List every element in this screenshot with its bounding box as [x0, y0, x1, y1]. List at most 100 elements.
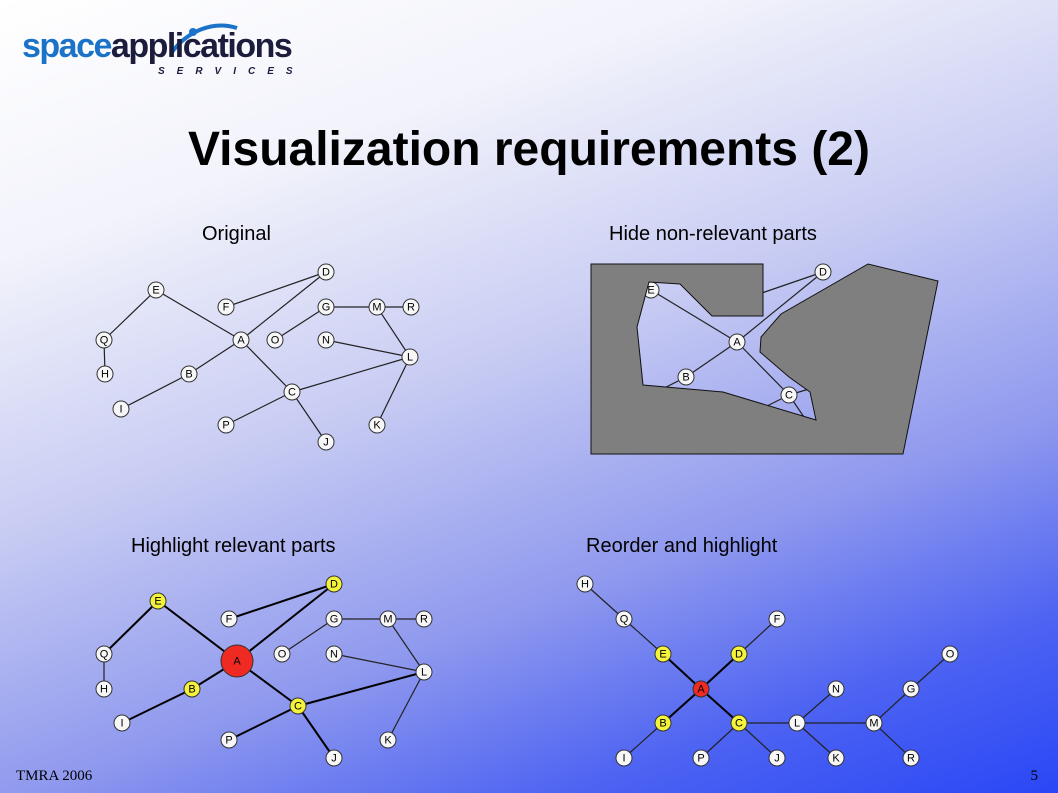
graph-edge-M-L [387, 618, 425, 673]
panel-label-highlight: Highlight relevant parts [131, 535, 336, 557]
graph-node-label: G [330, 614, 339, 626]
graph-node-label: O [271, 335, 280, 347]
reorder-node-label: R [907, 753, 915, 765]
panel-label-reorder: Reorder and highlight [586, 535, 777, 558]
graph-node-circle [96, 365, 114, 383]
graph-node-C: C [289, 697, 307, 715]
logo-subtitle: SERVICES [158, 66, 305, 77]
graph-node-circle [317, 433, 335, 451]
reorder-node-circle [768, 749, 786, 767]
graph-node-label: J [323, 437, 329, 449]
graph-node-label: R [407, 302, 415, 314]
graph-edge-L-K [376, 356, 411, 426]
graph-node-circle [95, 645, 113, 663]
reorder-edge-L-K [796, 722, 837, 759]
reorder-edge-N-L [796, 688, 837, 724]
graph-node-label: N [330, 649, 338, 661]
graph-node-G: G [325, 610, 343, 628]
logo-wordmark: spaceapplications [22, 26, 293, 66]
reorder-node-label: A [697, 684, 705, 696]
reorder-node-circle [827, 680, 845, 698]
graph-node-label: P [222, 420, 229, 432]
graph-node-N: N [325, 645, 343, 663]
graph-edge-A-B [188, 339, 242, 375]
reorder-edge-E-A [662, 653, 702, 690]
graph-edge-C-L [297, 671, 425, 707]
graph-node-circle [325, 575, 343, 593]
reorder-node-circle [902, 749, 920, 767]
graph-edge-A-D [736, 271, 824, 343]
graph-node-K: K [379, 731, 397, 749]
graph-node-circle [220, 731, 238, 749]
graph-node-N: N [317, 331, 335, 349]
reorder-edge-B-I [623, 722, 664, 759]
graph-node-I: I [113, 714, 131, 732]
reorder-node-circle [692, 680, 710, 698]
graph-node-label: K [384, 735, 392, 747]
graph-node-M: M [368, 298, 386, 316]
reorder-node-label: F [774, 614, 781, 626]
graph-node-label: C [785, 390, 793, 402]
graph-node-label: O [278, 649, 287, 661]
reorder-node-label: G [907, 684, 916, 696]
graph-node-label: K [373, 420, 381, 432]
reorder-node-G: G [902, 680, 920, 698]
graph-edge-G-O [274, 306, 327, 341]
panel-label-reorder-bold: Reorder [586, 535, 659, 557]
graph-node-circle [368, 416, 386, 434]
graph-node-label: A [237, 335, 245, 347]
footer-conference: TMRA 2006 [16, 768, 93, 784]
reorder-node-I: I [615, 749, 633, 767]
graph-node-circle [402, 298, 420, 316]
graph-node-circle [149, 592, 167, 610]
graph-node-H: H [96, 365, 114, 383]
graph-node-circle [220, 610, 238, 628]
graph-node-circle [283, 383, 301, 401]
graph-node-B: B [677, 368, 695, 386]
graph-node-label: B [682, 372, 689, 384]
reorder-node-circle [654, 645, 672, 663]
graph-node-circle [266, 331, 284, 349]
graph-node-label: D [330, 579, 338, 591]
graph-node-label: B [185, 369, 192, 381]
graph-node-circle [113, 714, 131, 732]
logo-swoosh-icon [170, 23, 238, 54]
graph-node-label: R [420, 614, 428, 626]
graph-node-F: F [220, 610, 238, 628]
logo-word-applications: applications [110, 27, 293, 65]
reorder-node-N: N [827, 680, 845, 698]
reorder-node-F: F [768, 610, 786, 628]
graph-node-label: F [226, 614, 233, 626]
reorder-node-label: M [869, 718, 878, 730]
graph-node-P: P [220, 731, 238, 749]
panel-label-reorder-rest: and highlight [658, 535, 778, 557]
reorder-edge-G-O [910, 653, 951, 690]
graph-node-circle [232, 331, 250, 349]
reorder-edge-D-F [738, 618, 778, 655]
reorder-node-circle [865, 714, 883, 732]
graph-node-A: A [728, 333, 746, 351]
graph-edge-A-C [736, 341, 790, 396]
graph-node-label: M [372, 302, 381, 314]
panel-label-original: Original [202, 223, 271, 245]
graph-node-label: Q [100, 335, 109, 347]
graph-node-label: D [819, 267, 827, 279]
graph-node-R: R [402, 298, 420, 316]
reorder-node-circle [730, 645, 748, 663]
graph-node-circle [95, 680, 113, 698]
graph-edge-G-O [281, 618, 335, 655]
graph-node-circle [273, 645, 291, 663]
graph-node-K: K [368, 416, 386, 434]
slide-title: Visualization requirements (2) [188, 123, 870, 176]
reorder-node-E: E [654, 645, 672, 663]
graph-edge-A-D [236, 583, 335, 662]
reorder-node-circle [615, 610, 633, 628]
graph-node-circle [289, 697, 307, 715]
reorder-node-D: D [730, 645, 748, 663]
graph-node-Q: Q [95, 331, 113, 349]
reorder-node-L: L [788, 714, 806, 732]
graph-node-label: I [120, 718, 123, 730]
reorder-node-label: I [622, 753, 625, 765]
reorder-edge-H-Q [584, 583, 625, 620]
